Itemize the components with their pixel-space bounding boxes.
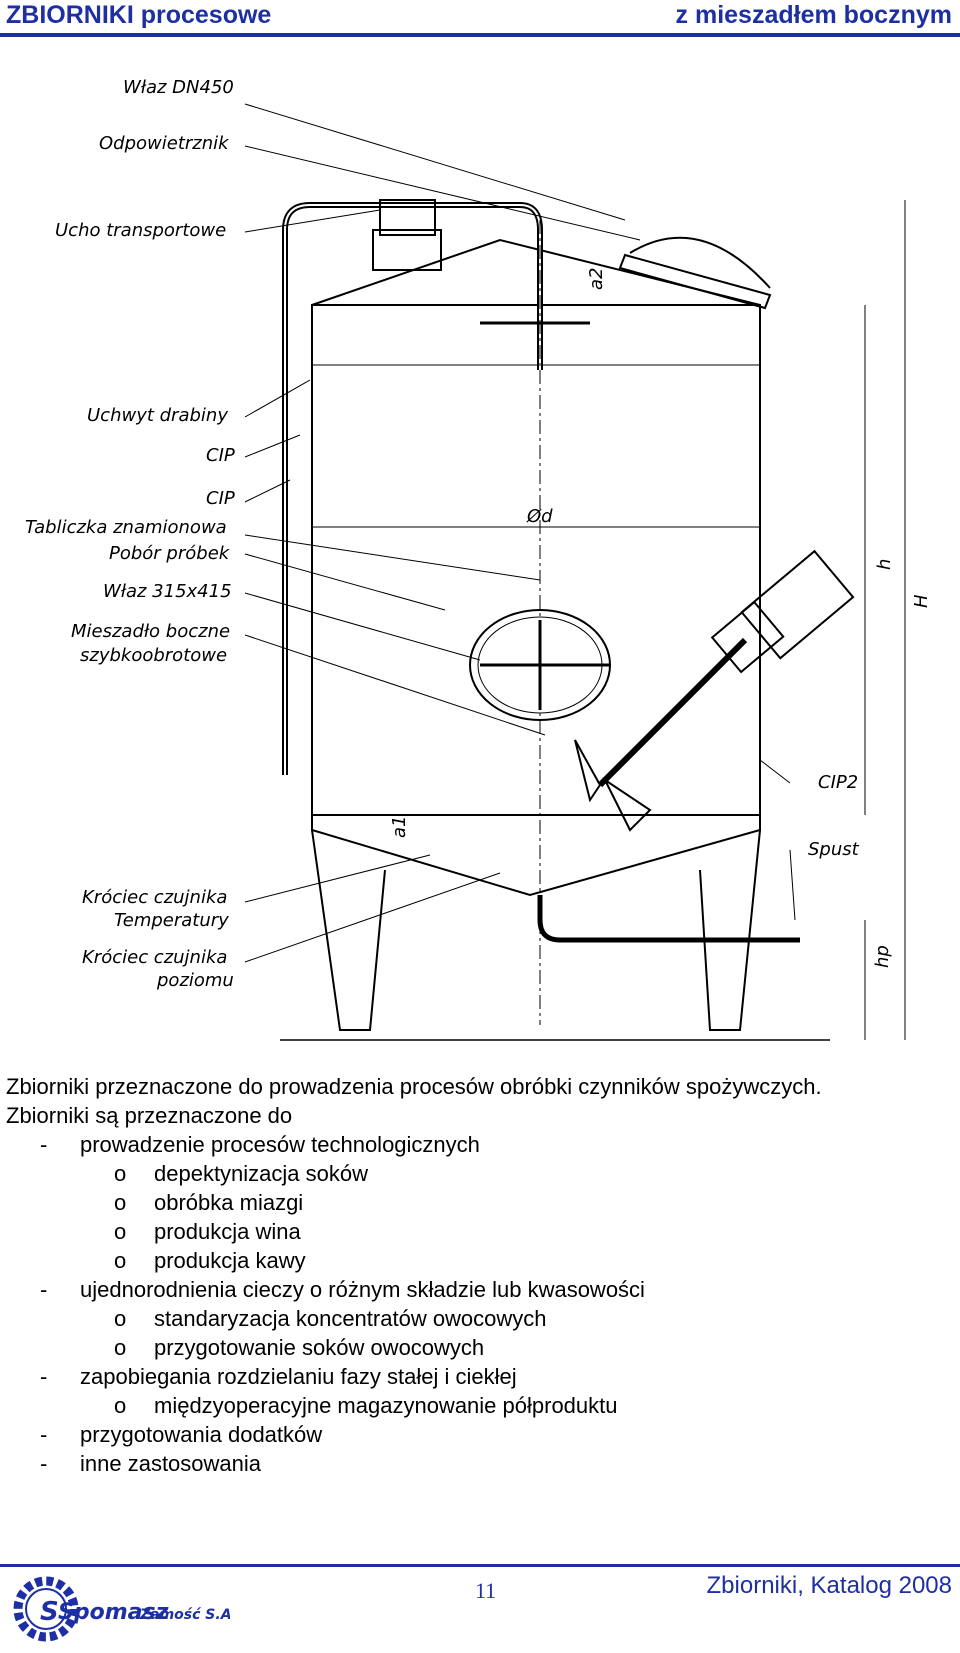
label-mixer-1: Mieszadło boczne — [71, 621, 230, 642]
label-mixer-2: szybkoobrotowe — [80, 645, 227, 666]
svg-text:S: S — [40, 1597, 59, 1627]
page-header: ZBIORNIKI procesowe z mieszadłem bocznym — [0, 0, 960, 37]
logo-name: Spomasz — [58, 1600, 169, 1625]
header-title: ZBIORNIKI procesowe — [6, 1, 272, 29]
list-item-text: produkcja wina — [154, 1219, 301, 1244]
label-drain: Spust — [808, 839, 860, 860]
footer-rule — [0, 1564, 960, 1567]
list-item-text: inne zastosowania — [80, 1451, 262, 1476]
dimension-H: H — [911, 594, 932, 608]
list-marker: o — [114, 1219, 127, 1244]
list-marker: - — [40, 1422, 48, 1447]
tank-leg-left — [311, 829, 386, 1031]
label-level-sensor-1: Króciec czujnika — [82, 947, 227, 968]
list-item-text: depektynizacja soków — [154, 1161, 369, 1186]
vent-pipe — [282, 202, 543, 775]
list-item: - przygotowania dodatków — [6, 1420, 956, 1449]
list-item-text: przygotowanie soków owocowych — [154, 1335, 485, 1360]
label-vent: Odpowietrznik — [99, 133, 230, 154]
list-subitem: o obróbka miazgi — [6, 1188, 956, 1217]
label-ladder-holder: Uchwyt drabiny — [87, 405, 228, 426]
list-item-text: obróbka miazgi — [154, 1190, 304, 1215]
list-item-text: przygotowania dodatków — [80, 1422, 323, 1447]
dimension-hp: hp — [872, 945, 893, 968]
list-marker: o — [114, 1190, 127, 1215]
list-subitem: o produkcja kawy — [6, 1246, 956, 1275]
company-logo: S Spomasz Zamość S.A. — [13, 1576, 230, 1642]
application-list: - prowadzenie procesów technologicznych o d… — [6, 1130, 956, 1478]
catalog-title: Zbiorniki, Katalog 2008 — [706, 1572, 952, 1599]
tank-technical-drawing: Właz DN450 Odpowietrznik Ucho transporto… — [25, 77, 932, 1041]
label-nameplate: Tabliczka znamionowa — [25, 517, 227, 538]
list-subitem: o przygotowanie soków owocowych — [6, 1333, 956, 1362]
list-item-text: prowadzenie procesów technologicznych — [80, 1132, 480, 1157]
tank-roof — [311, 238, 761, 306]
list-item-text: ujednorodnienia cieczy o różnym składzie… — [80, 1277, 645, 1302]
label-cip2: CIP2 — [818, 772, 858, 793]
tank-shell — [311, 304, 761, 816]
tank-bottom — [311, 815, 761, 897]
list-marker: - — [40, 1132, 48, 1157]
header-subtitle: z mieszadłem bocznym — [675, 1, 952, 29]
list-marker: - — [40, 1451, 48, 1476]
list-marker: o — [114, 1161, 127, 1186]
label-temp-sensor-2: Temperatury — [114, 910, 229, 931]
list-item: - ujednorodnienia cieczy o różnym składzi… — [6, 1275, 956, 1304]
dimension-a1: a1 — [389, 816, 410, 838]
page-number: 11 — [475, 1578, 497, 1603]
dimension-a2: a2 — [586, 268, 607, 290]
list-subitem: o depektynizacja soków — [6, 1159, 956, 1188]
label-temp-sensor-1: Króciec czujnika — [82, 887, 227, 908]
list-item-text: produkcja kawy — [154, 1248, 306, 1273]
lifting-lug — [379, 199, 436, 236]
list-marker: o — [114, 1393, 127, 1418]
manhole-top — [618, 236, 772, 310]
label-lifting-lug: Ucho transportowe — [55, 220, 226, 241]
side-mixer — [574, 549, 855, 832]
list-subitem: o międzyoperacyjne magazynowanie półprodu… — [6, 1391, 956, 1420]
lead-text: Zbiorniki są przeznaczone do — [6, 1103, 293, 1128]
dimension-diameter: Ød — [526, 506, 553, 527]
header-rule — [0, 33, 960, 37]
list-marker: - — [40, 1364, 48, 1389]
logo-subtitle: Zamość S.A. — [139, 1607, 230, 1623]
label-manhole-side: Właz 315x415 — [103, 581, 232, 602]
list-item-text: standaryzacja koncentratów owocowych — [154, 1306, 547, 1331]
label-level-sensor-2: poziomu — [156, 970, 234, 991]
list-marker: o — [114, 1335, 127, 1360]
list-marker: o — [114, 1248, 127, 1273]
dimension-h: h — [874, 559, 895, 570]
drain-pipe — [537, 895, 800, 943]
label-sampling: Pobór próbek — [109, 543, 231, 564]
list-marker: - — [40, 1277, 48, 1302]
list-item-text: zapobiegania rozdzielaniu fazy stałej i … — [80, 1364, 517, 1389]
tank-leg-right — [699, 829, 761, 1031]
list-item: - prowadzenie procesów technologicznych — [6, 1130, 956, 1159]
list-subitem: o standaryzacja koncentratów owocowych — [6, 1304, 956, 1333]
list-item: - zapobiegania rozdzielaniu fazy stałej i… — [6, 1362, 956, 1391]
description: Zbiorniki przeznaczone do prowadzenia pr… — [6, 1072, 956, 1478]
list-marker: o — [114, 1306, 127, 1331]
list-item: - inne zastosowania — [6, 1449, 956, 1478]
list-subitem: o produkcja wina — [6, 1217, 956, 1246]
label-manhole-top: Właz DN450 — [123, 77, 234, 98]
list-item-text: międzyoperacyjne magazynowanie półproduk… — [154, 1393, 618, 1418]
intro-text: Zbiorniki przeznaczone do prowadzenia pr… — [6, 1074, 822, 1099]
label-cip-1: CIP — [206, 445, 235, 466]
label-cip-2: CIP — [206, 488, 235, 509]
